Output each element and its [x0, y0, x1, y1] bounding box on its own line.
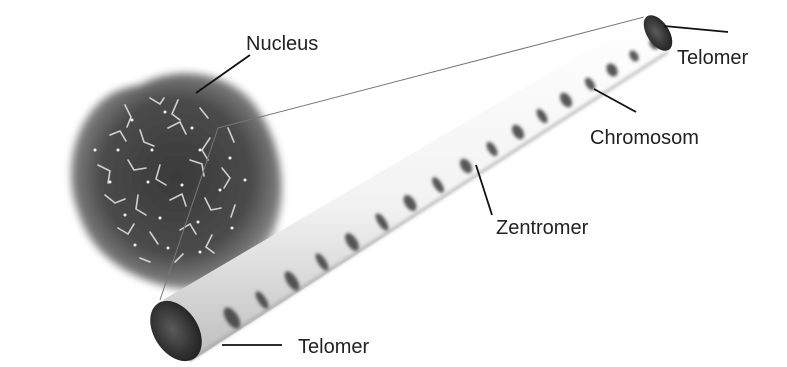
label-nucleus: Nucleus	[246, 34, 318, 54]
label-chromosom: Chromosom	[590, 128, 699, 148]
label-telomer-top: Telomer	[677, 48, 748, 68]
label-telomer-bottom: Telomer	[298, 337, 369, 357]
label-zentromer: Zentromer	[496, 218, 588, 238]
